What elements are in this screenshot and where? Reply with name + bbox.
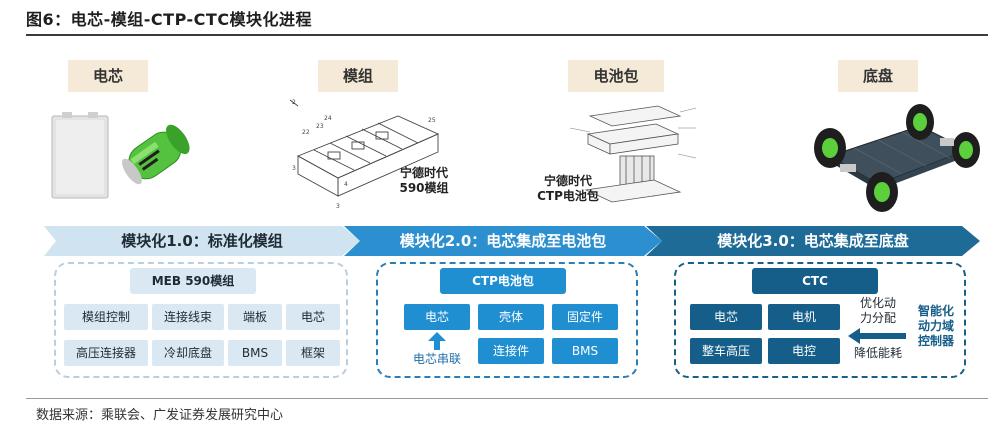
stage-label-chassis: 底盘	[838, 60, 918, 92]
band-2-label: 模块化2.0：电芯集成至电池包	[399, 232, 607, 250]
svg-text:3: 3	[336, 203, 340, 210]
module-caption-line1: 宁德时代	[399, 166, 448, 180]
ctc-controller-label: 智能化 动力域 控制器	[910, 304, 962, 349]
meb-item: 电芯	[286, 304, 340, 330]
meb-item: 连接线束	[152, 304, 224, 330]
svg-text:2: 2	[292, 99, 296, 106]
svg-text:4: 4	[344, 181, 348, 188]
meb-item: BMS	[228, 340, 282, 366]
meb-item: 冷却底盘	[152, 340, 224, 366]
ctp-item: 连接件	[478, 338, 544, 364]
figure-source: 数据来源：乘联会、广发证券发展研究中心	[36, 408, 284, 423]
band-3-label: 模块化3.0：电芯集成至底盘	[717, 232, 909, 250]
ctp-item: 电芯	[404, 304, 470, 330]
svg-text:25: 25	[428, 117, 436, 124]
pack-caption-line1: 宁德时代	[543, 174, 592, 188]
ctc-controller-line1: 智能化	[917, 304, 954, 318]
stage-label-module: 模组	[318, 60, 398, 92]
title-rule	[26, 34, 988, 36]
band-modularization-2: 模块化2.0：电芯集成至电池包	[344, 226, 662, 256]
ctp-item: 固定件	[552, 304, 618, 330]
ctc-note-top-line1: 优化动	[859, 296, 896, 310]
figure-title: 图6：电芯-模组-CTP-CTC模块化进程	[26, 10, 313, 29]
meb-item: 高压连接器	[64, 340, 148, 366]
panel-ctp-title: CTP电池包	[440, 268, 566, 294]
meb-item: 模组控制	[64, 304, 148, 330]
svg-text:23: 23	[316, 123, 324, 130]
stage-label-cell: 电芯	[68, 60, 148, 92]
svg-text:22: 22	[302, 129, 310, 136]
ctp-item: BMS	[552, 338, 618, 364]
ctc-controller-line3: 控制器	[917, 334, 954, 348]
meb-item: 框架	[286, 340, 340, 366]
ctp-note: 电芯串联	[412, 352, 461, 366]
panel-meb	[54, 262, 348, 378]
arrow-up-icon	[428, 332, 446, 350]
chassis-illustration	[800, 98, 980, 216]
svg-text:3: 3	[292, 165, 296, 172]
ctp-item: 壳体	[478, 304, 544, 330]
cell-illustration	[48, 110, 198, 206]
panel-meb-title: MEB 590模组	[130, 268, 256, 294]
arrow-left-icon	[848, 328, 906, 344]
ctc-item: 电控	[768, 338, 840, 364]
band-1-label: 模块化1.0：标准化模组	[121, 232, 283, 250]
panel-ctp	[376, 262, 638, 378]
stage-label-pack: 电池包	[568, 60, 664, 92]
panel-ctc	[674, 262, 966, 378]
svg-text:24: 24	[324, 115, 332, 122]
pack-caption-line2: CTP电池包	[537, 189, 599, 203]
ctc-note-bottom: 降低能耗	[853, 346, 902, 360]
ctc-note-top: 优化动 力分配	[850, 296, 906, 326]
module-caption-line2: 590模组	[399, 181, 449, 195]
ctc-item: 电芯	[690, 304, 762, 330]
band-modularization-3: 模块化3.0：电芯集成至底盘	[646, 226, 980, 256]
ctc-note-top-line2: 力分配	[859, 311, 896, 325]
source-rule	[26, 398, 988, 399]
band-modularization-1: 模块化1.0：标准化模组	[44, 226, 360, 256]
ctc-item: 电机	[768, 304, 840, 330]
panel-ctc-title: CTC	[752, 268, 878, 294]
ctc-controller-line2: 动力域	[917, 319, 954, 333]
pack-illustration: 宁德时代 CTP电池包	[530, 98, 730, 216]
ctc-item: 整车高压	[690, 338, 762, 364]
meb-item: 端板	[228, 304, 282, 330]
